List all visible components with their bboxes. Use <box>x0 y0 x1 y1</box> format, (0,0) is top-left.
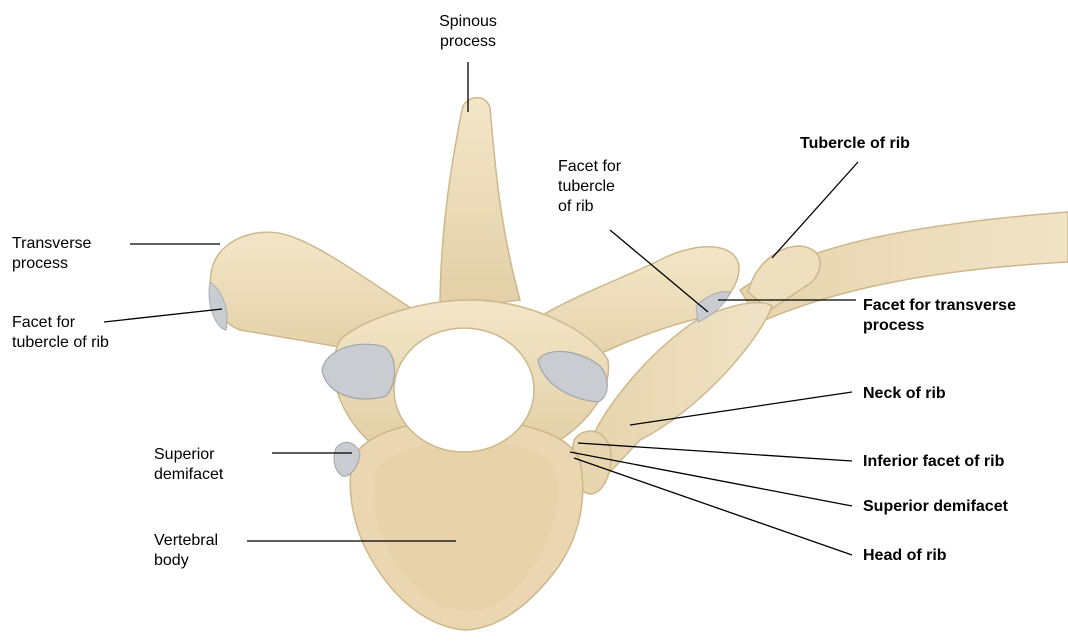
label-superior-demifacet-right: Superior demifacet <box>863 497 1008 517</box>
leader-superior-demifacet-right <box>570 452 852 506</box>
label-facet-tubercle-left: Facet for tubercle of rib <box>12 313 109 353</box>
label-tubercle-of-rib: Tubercle of rib <box>800 134 910 154</box>
vertebral-foramen <box>394 328 534 452</box>
left-superior-articular-facet <box>322 344 395 399</box>
label-inferior-facet-of-rib: Inferior facet of rib <box>863 452 1004 472</box>
label-vertebral-body: Vertebral body <box>154 531 218 571</box>
label-facet-transverse-process: Facet for transverse process <box>863 296 1016 336</box>
label-facet-tubercle-center: Facet for tubercle of rib <box>558 157 621 217</box>
leader-tubercle-of-rib <box>772 162 858 258</box>
label-head-of-rib: Head of rib <box>863 546 947 566</box>
label-superior-demifacet-left: Superior demifacet <box>154 445 223 485</box>
label-transverse-process: Transverse process <box>12 234 91 274</box>
leader-facet-tubercle-left <box>104 309 222 322</box>
leader-head-of-rib <box>574 458 852 555</box>
label-neck-of-rib: Neck of rib <box>863 384 946 404</box>
spinous-process <box>440 98 520 310</box>
label-spinous-process: Spinous process <box>412 12 524 52</box>
